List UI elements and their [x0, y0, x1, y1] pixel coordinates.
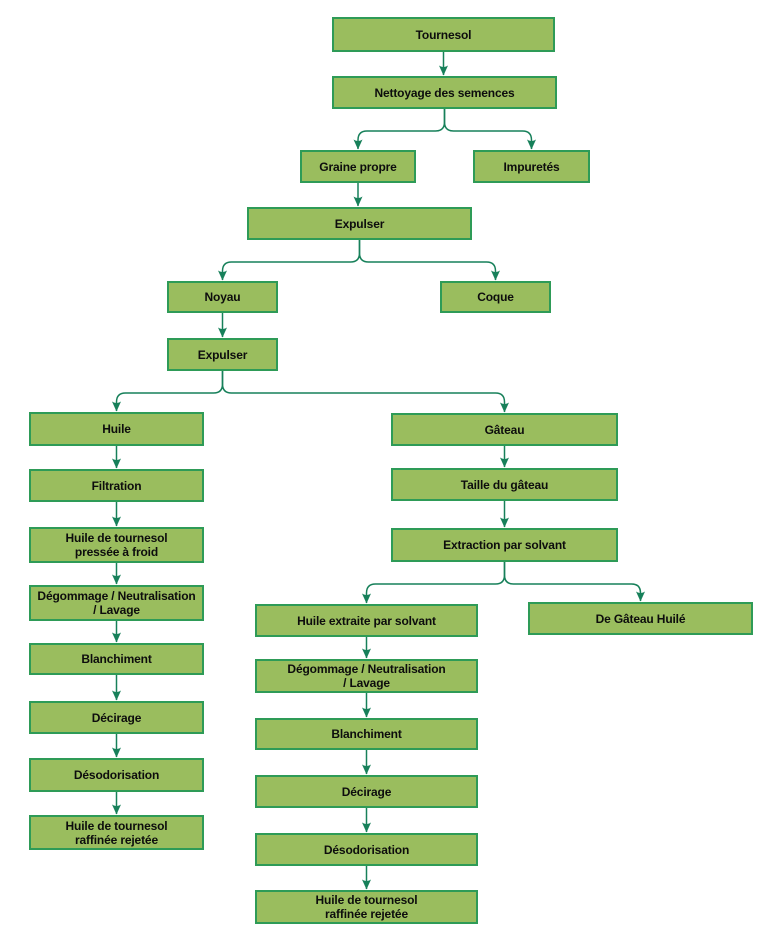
flow-node-blanchiment2: Blanchiment — [255, 718, 478, 750]
flow-node-label: Huile de tournesol raffinée rejetée — [65, 818, 168, 847]
flow-node-label: Huile — [102, 422, 131, 436]
edge-expulser1-noyau — [218, 240, 361, 281]
flow-node-label: Noyau — [204, 290, 241, 304]
flow-node-label: Extraction par solvant — [443, 538, 566, 552]
flow-node-label: Blanchiment — [331, 727, 402, 741]
flow-node-nettoyage: Nettoyage des semences — [332, 76, 557, 109]
flow-node-de_gateau_huile: De Gâteau Huilé — [528, 602, 753, 635]
flow-node-coque: Coque — [440, 281, 551, 313]
flow-node-gateau: Gâteau — [391, 413, 618, 446]
flow-node-huile_raffinee2: Huile de tournesol raffinée rejetée — [255, 890, 478, 924]
edge-nettoyage-graine_propre — [353, 109, 446, 150]
flow-node-taille_gateau: Taille du gâteau — [391, 468, 618, 501]
flow-node-label: Dégommage / Neutralisation / Lavage — [37, 589, 196, 617]
edge-expulser2-gateau — [221, 371, 509, 413]
flow-node-label: Filtration — [91, 478, 142, 493]
flow-node-label: Huile de tournesol pressée à froid — [65, 531, 168, 559]
flow-node-label: Décirage — [341, 784, 392, 799]
flow-node-filtration: Filtration — [29, 469, 204, 502]
flow-node-label: Impuretés — [503, 159, 560, 174]
flow-node-label: Expulser — [197, 347, 248, 362]
flow-node-decirage1: Décirage — [29, 701, 204, 734]
flow-node-degommage2: Dégommage / Neutralisation / Lavage — [255, 659, 478, 693]
flow-node-label: Huile extraite par solvant — [297, 613, 436, 628]
flow-node-label: Taille du gâteau — [460, 477, 549, 492]
flow-node-label: Expulser — [334, 216, 385, 231]
flow-node-label: Huile de tournesol raffinée rejetée — [315, 893, 418, 921]
flow-node-label: De Gâteau Huilé — [595, 611, 686, 626]
flow-node-huile_pressee: Huile de tournesol pressée à froid — [29, 527, 204, 563]
flow-node-label: Désodorisation — [323, 842, 410, 857]
flow-node-desodorisation1: Désodorisation — [29, 758, 204, 792]
flow-node-impuretes: Impuretés — [473, 150, 590, 183]
flow-node-label: Coque — [477, 290, 514, 304]
flow-node-label: Blanchiment — [81, 652, 152, 666]
flow-node-label: Décirage — [91, 710, 142, 725]
flow-node-blanchiment1: Blanchiment — [29, 643, 204, 675]
flow-node-expulser1: Expulser — [247, 207, 472, 240]
flow-node-label: Désodorisation — [73, 768, 160, 782]
edge-expulser1-coque — [358, 240, 500, 281]
flow-node-degommage1: Dégommage / Neutralisation / Lavage — [29, 585, 204, 621]
flow-node-label: Dégommage / Neutralisation / Lavage — [287, 662, 446, 690]
flow-node-expulser2: Expulser — [167, 338, 278, 371]
edge-extraction-de_gateau_huile — [503, 562, 645, 602]
edge-extraction-huile_extraite — [362, 562, 506, 604]
flow-node-tournesol: Tournesol — [332, 17, 555, 52]
flow-node-huile_extraite: Huile extraite par solvant — [255, 604, 478, 637]
flow-node-huile_raffinee1: Huile de tournesol raffinée rejetée — [29, 815, 204, 850]
edge-nettoyage-impuretes — [443, 109, 536, 150]
flow-node-huile: Huile — [29, 412, 204, 446]
flow-node-label: Nettoyage des semences — [374, 85, 515, 100]
flow-node-label: Gâteau — [484, 422, 525, 437]
flow-node-label: Tournesol — [415, 27, 472, 42]
flow-node-extraction: Extraction par solvant — [391, 528, 618, 562]
flow-node-graine_propre: Graine propre — [300, 150, 416, 183]
flow-node-label: Graine propre — [319, 159, 397, 174]
edge-expulser2-huile — [112, 371, 224, 412]
flow-node-noyau: Noyau — [167, 281, 278, 313]
flow-node-decirage2: Décirage — [255, 775, 478, 808]
flow-node-desodorisation2: Désodorisation — [255, 833, 478, 866]
